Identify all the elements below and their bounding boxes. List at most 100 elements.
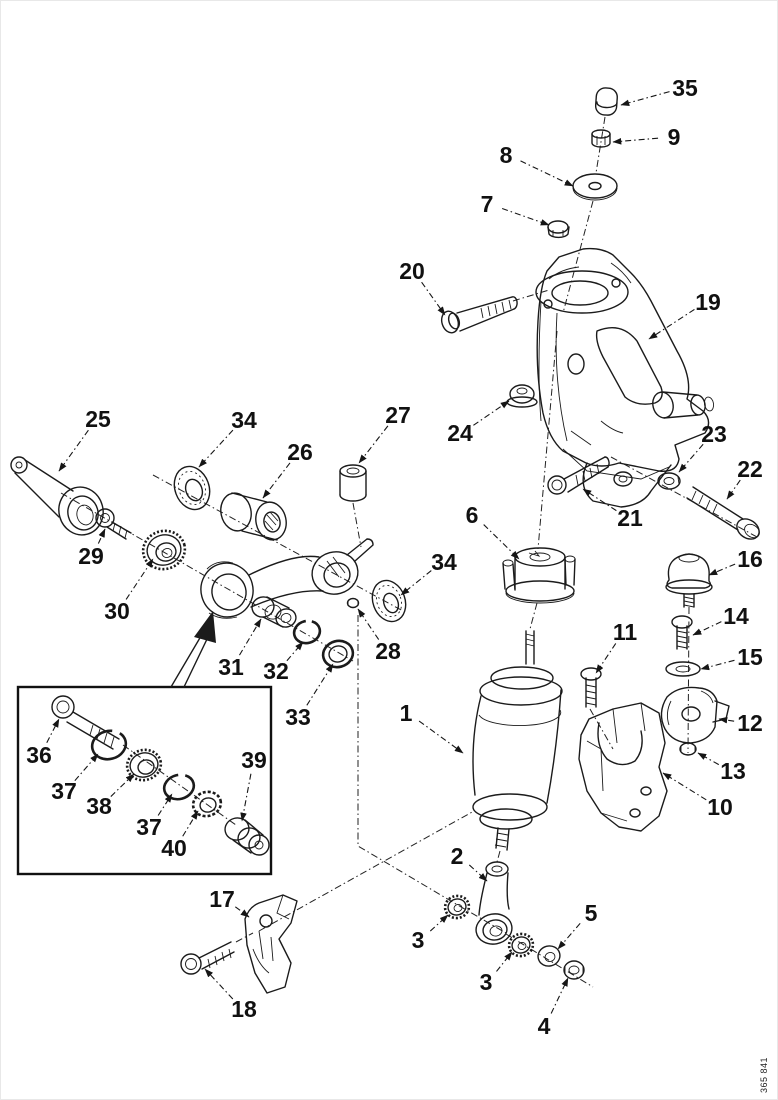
part-nut-28 <box>346 597 360 609</box>
callout-33: 33 <box>285 704 311 730</box>
callout-14: 14 <box>723 603 749 629</box>
leader-line-22 <box>726 479 741 500</box>
part-bolt-36 <box>51 695 120 750</box>
callout-34: 34 <box>231 407 257 433</box>
callout-17: 17 <box>209 886 235 912</box>
part-oring-37b <box>162 773 196 801</box>
part-washer-34a <box>173 465 211 511</box>
leader-line-16 <box>708 563 736 576</box>
leader-line-30 <box>125 558 154 600</box>
leader-line-19 <box>648 308 695 340</box>
callout-8: 8 <box>500 142 513 168</box>
part-bushing-26 <box>220 492 287 541</box>
callout-5: 5 <box>585 900 598 926</box>
part-washer-15 <box>665 661 701 677</box>
part-nut-13 <box>679 742 697 756</box>
leader-line-11 <box>595 643 617 674</box>
part-bolt-21 <box>547 456 610 495</box>
callout-30: 30 <box>104 598 130 624</box>
callout-11: 11 <box>613 619 638 645</box>
part-bushing-38 <box>125 748 163 782</box>
part-nut-23 <box>657 472 681 490</box>
leader-line-37 <box>157 793 173 816</box>
leader-line-9 <box>612 137 659 145</box>
callout-16: 16 <box>737 546 763 572</box>
part-mount-6 <box>502 547 576 604</box>
part-seal-33 <box>321 639 355 669</box>
leader-line-32 <box>286 641 304 662</box>
leader-line-38 <box>110 773 135 797</box>
leader-line-8 <box>520 160 574 187</box>
callout-37: 37 <box>136 814 162 840</box>
part-oring-32 <box>292 619 322 645</box>
part-nut-9 <box>591 129 611 148</box>
part-bushing-27 <box>339 464 367 502</box>
callout-28: 28 <box>375 638 401 664</box>
part-bolt-22 <box>686 486 760 540</box>
callout-37: 37 <box>51 778 77 804</box>
leader-line-15 <box>700 659 735 671</box>
callout-34: 34 <box>431 549 457 575</box>
callout-39: 39 <box>241 747 267 773</box>
part-bolt-20 <box>440 296 518 334</box>
callout-32: 32 <box>263 658 289 684</box>
callout-29: 29 <box>78 543 104 569</box>
callout-7: 7 <box>481 191 494 217</box>
part-bolt-14 <box>671 615 693 650</box>
part-cap-35 <box>594 87 618 116</box>
callout-15: 15 <box>737 644 763 670</box>
leader-line-34 <box>198 429 234 468</box>
leader-line-5 <box>557 922 581 950</box>
leader-line-26 <box>262 462 291 499</box>
leader-line-24 <box>473 400 510 426</box>
leader-line-18 <box>204 968 234 1000</box>
part-spacer-31 <box>251 596 297 628</box>
leader-line-35 <box>620 91 670 106</box>
callout-3: 3 <box>480 969 493 995</box>
part-bracket-17 <box>244 894 298 994</box>
callout-3: 3 <box>412 927 425 953</box>
leader-line-14 <box>692 621 722 636</box>
callout-26: 26 <box>287 439 313 465</box>
leader-line-25 <box>58 429 89 472</box>
leader-line-39 <box>240 773 252 822</box>
callout-36: 36 <box>26 742 52 768</box>
part-bolt-11 <box>580 667 602 708</box>
part-nut-4 <box>563 960 585 980</box>
leader-line-37 <box>74 753 99 782</box>
leader-line-1 <box>418 720 464 754</box>
callout-12: 12 <box>737 710 763 736</box>
callout-31: 31 <box>218 654 244 680</box>
callout-10: 10 <box>707 794 733 820</box>
callout-38: 38 <box>86 793 112 819</box>
leader-line-40 <box>182 810 199 837</box>
inset-detail-box <box>16 685 273 876</box>
leader-line-2 <box>468 864 488 882</box>
callout-40: 40 <box>161 835 187 861</box>
callout-21: 21 <box>617 505 643 531</box>
part-roller-39 <box>224 817 270 856</box>
leader-line-28 <box>357 608 380 640</box>
callout-22: 22 <box>737 456 763 482</box>
leader-line-17 <box>234 906 250 918</box>
callout-6: 6 <box>466 502 479 528</box>
part-washer-34b <box>371 579 407 623</box>
part-link-2 <box>475 861 513 945</box>
leader-line-33 <box>306 663 334 706</box>
leader-line-27 <box>358 425 389 464</box>
part-arm-lever <box>200 538 374 619</box>
part-clamp-12 <box>660 686 730 744</box>
leader-line-23 <box>678 443 704 473</box>
part-oring-37a <box>90 729 128 761</box>
leader-line-10 <box>662 772 707 801</box>
leader-line-7 <box>501 207 550 226</box>
callout-4: 4 <box>538 1013 551 1039</box>
callout-24: 24 <box>447 420 473 446</box>
callout-2: 2 <box>451 843 464 869</box>
part-grommet-24 <box>506 384 538 408</box>
figure-code: 365 841 <box>759 1057 769 1093</box>
leader-line-3 <box>496 951 513 972</box>
